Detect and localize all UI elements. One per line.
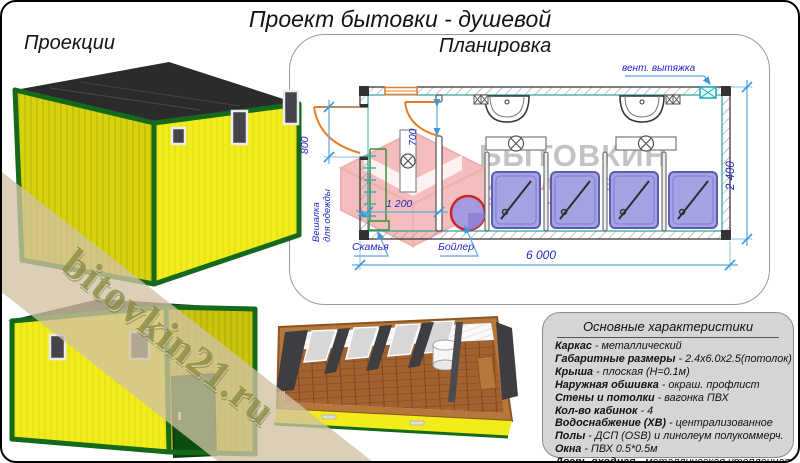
floor-plan [292,60,770,305]
shower-cabins [491,171,718,229]
spec-row: Окна - ПВХ 0.5*0.5м [555,443,658,456]
spec-row: Полы - ДСП (OSB) и линолеум полукоммерч. [555,430,784,443]
projection-interior [260,310,536,440]
heater-2 [615,135,677,152]
leader-lines [354,75,711,257]
boiler-3d [432,339,458,371]
plan-panel [289,34,770,305]
heater-1 [485,135,547,152]
spec-row: Водоснабжение (ХВ) - централизованное [555,417,773,430]
spec-row: Стены и потолки - вагонка ПВХ [555,391,729,404]
bench [368,220,390,231]
spec-row: Дверь входная - металлическая утепленная [555,456,791,463]
specs-divider [557,337,779,338]
dim-length: 6 000 [526,248,557,262]
plan-window [384,86,418,96]
heater-changing-room [399,129,417,193]
spec-row: Крыша - плоская (Н=0.1м) [555,365,690,378]
boiler-label: Бойлер [438,241,475,253]
spec-row: Наружная обшивка - окраш. профлист [555,378,760,391]
hanger-rail [364,148,387,220]
spec-row: Каркас - металлический [555,340,682,352]
sink-2 [619,95,665,123]
soap-box-2 [665,94,681,105]
projections-heading: Проекции [24,32,115,54]
dim-entrance-door: 800 [299,136,311,154]
dim-changing-width: 1 200 [386,198,413,210]
vent-grille-icon [699,86,717,99]
page-title: Проект бытовки - душевой [248,6,552,32]
specs-panel: Основные характеристики Каркас - металли… [542,312,794,461]
plan-heading: Планировка [439,35,552,57]
dimension-lines [323,80,753,271]
entrance-door [313,106,361,154]
window-icon [170,89,300,146]
dim-inner-door: 700 [407,128,419,146]
hanger-label: Вешалка для одежды [311,189,333,242]
spec-row: Кол-во кабинок - 4 [555,404,654,417]
vent-label: вент. вытяжка [622,63,696,74]
bench-label: Скамья [352,241,389,253]
cabin-partitions [484,151,667,232]
soap-box-1 [473,94,489,105]
sink-1 [484,95,530,123]
spec-row: Габаритные размеры - 2.4х6.0х2.5(потолок… [555,352,792,365]
specs-title: Основные характеристики [582,319,754,334]
boiler [449,194,487,232]
dim-depth: 2 400 [725,161,737,190]
